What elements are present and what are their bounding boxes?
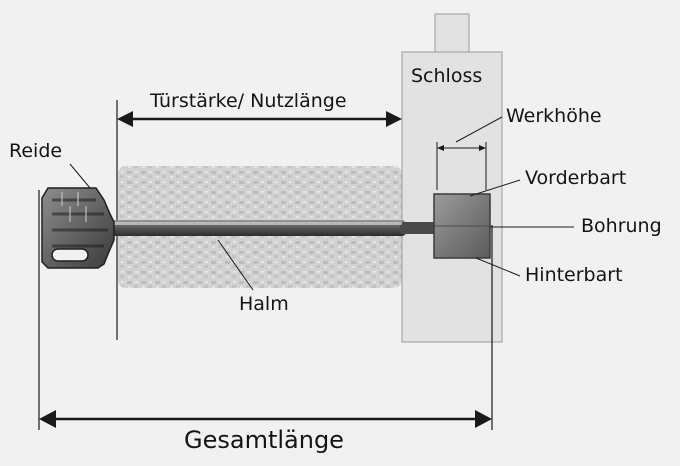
label-reide: Reide [9, 140, 63, 162]
key-shaft-highlight [110, 222, 402, 225]
label-vorderbart: Vorderbart [525, 167, 627, 189]
label-schloss: Schloss [411, 65, 483, 87]
label-bohrung: Bohrung [581, 215, 662, 237]
halm-leader-line [217, 239, 254, 291]
gesamtlaenge-arrowhead-right [475, 410, 492, 428]
label-turstaerke: Türstärke/ Nutzlänge [150, 90, 347, 112]
label-gesamtlaenge: Gesamtlänge [184, 426, 344, 454]
lock-top-cap [434, 13, 470, 53]
vorderbart-leader-line [469, 179, 521, 197]
key-bow-ridges [52, 198, 108, 248]
werkhoehe-arrowhead-right [479, 145, 486, 151]
label-halm: Halm [239, 293, 289, 315]
hinterbart-leader-line [475, 257, 521, 277]
key-bow-hole [51, 248, 89, 262]
werkhoehe-arrowhead-left [437, 145, 444, 151]
gesamtlaenge-arrowhead-left [39, 410, 56, 428]
label-hinterbart: Hinterbart [525, 264, 623, 286]
turstaerke-arrowhead-right [386, 111, 402, 127]
key-bow-steps [61, 192, 87, 222]
label-werkhoehe: Werkhöhe [506, 105, 602, 127]
key-bow [41, 187, 115, 269]
reide-leader-line [69, 163, 91, 189]
werkhoehe-leader-line [455, 116, 503, 143]
turstaerke-arrowhead-left [117, 111, 133, 127]
key-shaft-tip [400, 222, 436, 234]
